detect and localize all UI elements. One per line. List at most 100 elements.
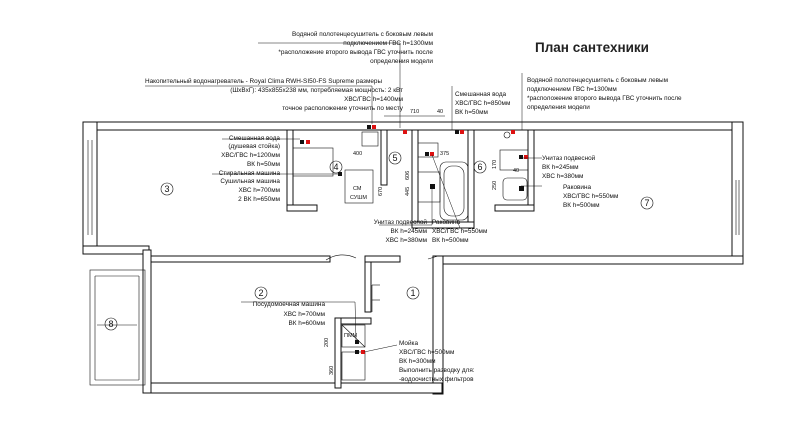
svg-text:Водяной полотенцесушитель с бо: Водяной полотенцесушитель с боковым левы…	[292, 30, 433, 38]
note-heater: Накопительный водонагреватель - Royal Cl…	[145, 77, 404, 112]
note-toilet-mid: Унитаз подвесной ВК h=245мм ХВС h=380мм	[374, 218, 428, 244]
note-shower: Смешанная вода (душевая стойка) ХВС/ГВС …	[221, 135, 280, 168]
svg-text:Унитаз подвесной: Унитаз подвесной	[374, 218, 428, 226]
svg-text:ВК h=500мм: ВК h=500мм	[563, 202, 600, 209]
dim-40b: 40	[513, 168, 519, 174]
leader-lines	[145, 42, 542, 353]
svg-text:ХВС/ГВС h=850мм: ХВС/ГВС h=850мм	[455, 100, 510, 107]
outlet-dw-cold	[355, 340, 359, 344]
plan-title: План сантехники	[535, 40, 649, 55]
room-3: 3	[164, 184, 169, 194]
outlet-shower-cold	[300, 140, 304, 144]
svg-text:ВК h=300мм: ВК h=300мм	[399, 358, 436, 365]
outlet-sink-mid-hot	[430, 152, 434, 156]
wall-top	[82, 121, 744, 131]
water-heater	[361, 131, 379, 147]
outlet-heater-cold	[367, 125, 371, 129]
dim-710: 710	[410, 109, 419, 115]
dim-445: 445	[405, 187, 411, 196]
wall-bottom	[147, 382, 443, 394]
svg-text:определения модели: определения модели	[370, 58, 433, 65]
svg-text:ХВС/ГВС h=550мм: ХВС/ГВС h=550мм	[432, 228, 487, 235]
svg-text:ВК h=245мм: ВК h=245мм	[391, 228, 428, 235]
sink-right	[499, 149, 529, 171]
washer-dryer	[344, 169, 374, 204]
svg-text:ВК h=50мм: ВК h=50мм	[247, 161, 280, 168]
dim-40a: 40	[437, 109, 443, 115]
room-markers: 1 2 3 4 5 6 7 8	[104, 151, 654, 331]
dryer-label: СУШМ	[350, 195, 367, 201]
wall-bath1-left	[286, 129, 294, 211]
svg-text:точное расположение уточнить п: точное расположение уточнить по месту	[282, 105, 404, 112]
room-8: 8	[108, 319, 113, 329]
svg-text:ВК h=600мм: ВК h=600мм	[289, 320, 326, 327]
balcony	[89, 269, 146, 386]
wall-room3-bottom	[144, 255, 331, 263]
note-dishwasher: Посудомоечная машина ХВС h=700мм ВК h=60…	[253, 301, 326, 327]
outlet-sink-mid-cold	[425, 152, 429, 156]
svg-text:ХВС h=380мм: ХВС h=380мм	[542, 173, 583, 180]
wall-bath1-bottom	[286, 204, 318, 212]
note-sink-mid: Раковина ХВС/ГВС h=550мм ВК h=500мм	[432, 219, 487, 244]
svg-text:подключением ГВС h=1300мм: подключением ГВС h=1300мм	[343, 40, 433, 47]
svg-text:Мойка: Мойка	[399, 339, 418, 347]
wall-right-bottom	[439, 255, 744, 265]
note-washer: Стиральная машина Сушильная машина ХВС h…	[219, 170, 281, 203]
svg-text:ХВС/ГВС h=500мм: ХВС/ГВС h=500мм	[399, 349, 454, 356]
outlet-ks-cold	[355, 350, 359, 354]
outlet-mixer-hot	[460, 130, 464, 134]
wall-right	[731, 121, 744, 265]
wall-room3-bottom-r	[364, 255, 401, 263]
room-6: 6	[477, 162, 482, 172]
fixtures: СМ СУШМ ПММ	[292, 131, 529, 381]
room-5: 5	[392, 153, 397, 163]
svg-text:2 ВК h=650мм: 2 ВК h=650мм	[238, 196, 280, 203]
room-2: 2	[258, 288, 263, 298]
dishwasher-label: ПММ	[344, 333, 358, 339]
svg-text:ХВС/ГВС h=1400мм: ХВС/ГВС h=1400мм	[344, 96, 403, 103]
svg-text:Стиральная машина: Стиральная машина	[219, 170, 281, 177]
svg-text:Смешанная вода: Смешанная вода	[455, 91, 507, 98]
outlet-mixer-cold	[455, 130, 459, 134]
svg-text:Выполнить разводку для:: Выполнить разводку для:	[399, 367, 475, 374]
svg-text:Раковина: Раковина	[563, 184, 592, 191]
wall-bath3-right	[527, 129, 535, 211]
toilet-mid	[417, 171, 441, 203]
outlet-sink-right-cold	[519, 155, 523, 159]
svg-text:Посудомоечная машина: Посудомоечная машина	[253, 301, 326, 308]
wall-room3-bottom-left	[82, 245, 150, 255]
outer-walls	[82, 121, 744, 395]
svg-text:ХВС h=380мм: ХВС h=380мм	[386, 237, 427, 244]
outlet-shower-hot	[306, 140, 310, 144]
svg-text:ХВС h=700мм: ХВС h=700мм	[284, 311, 325, 318]
note-towel-top: Водяной полотенцесушитель с боковым левы…	[278, 30, 433, 65]
dim-360: 360	[329, 366, 335, 375]
toilet-right	[502, 177, 528, 201]
dim-400: 400	[353, 151, 362, 157]
shower-area	[292, 147, 334, 177]
note-toilet-right: Унитаз подвесной ВК h=245мм ХВС h=380мм	[542, 154, 596, 180]
wall-bath2-right	[467, 129, 475, 226]
svg-text:Водяной полотенцесушитель с бо: Водяной полотенцесушитель с боковым левы…	[527, 76, 668, 84]
svg-text:Сушильная машина: Сушильная машина	[220, 178, 280, 185]
note-kitchen-sink: Мойка ХВС/ГВС h=500мм ВК h=300мм Выполни…	[399, 339, 475, 383]
svg-text:(ШxВxГ): 435x855x238 мм, потре: (ШxВxГ): 435x855x238 мм, потребляемая мо…	[230, 86, 403, 94]
room-1: 1	[410, 288, 415, 298]
outlet-toilet-mid	[430, 184, 435, 189]
note-mixer-top: Смешанная вода ХВС/ГВС h=850мм ВК h=50мм	[455, 91, 510, 116]
wall-niche-left	[334, 317, 342, 389]
dishwasher	[341, 324, 366, 348]
note-sink-right: Раковина ХВС/ГВС h=550мм ВК h=500мм	[563, 184, 618, 209]
room-7: 7	[644, 198, 649, 208]
svg-text:Унитаз подвесной: Унитаз подвесной	[542, 154, 596, 162]
dim-375: 375	[440, 151, 449, 157]
outlet-towel-right	[511, 130, 515, 134]
svg-text:Смешанная вода: Смешанная вода	[229, 135, 281, 142]
svg-text:ХВС/ГВС h=1200мм: ХВС/ГВС h=1200мм	[221, 152, 280, 159]
outlet-towel-mid	[403, 130, 407, 134]
svg-text:определения модели: определения модели	[527, 104, 590, 111]
washer-label: СМ	[353, 186, 362, 192]
dim-250: 250	[492, 181, 498, 190]
wall-left-upper	[82, 121, 98, 251]
